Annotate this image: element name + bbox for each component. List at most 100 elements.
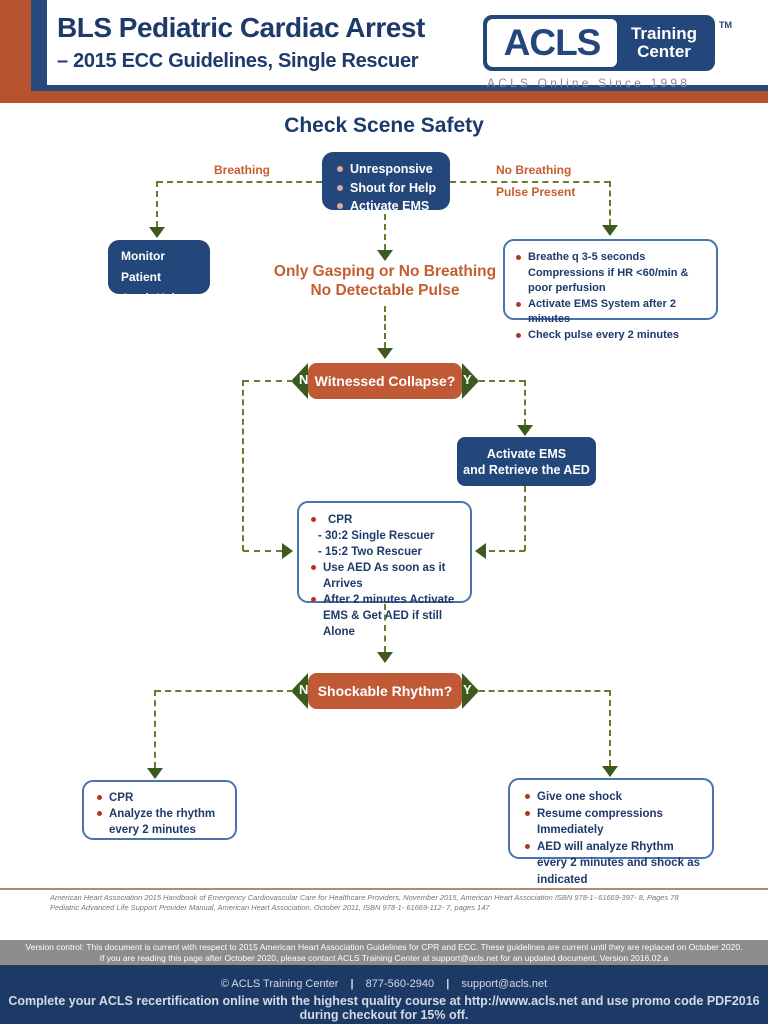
separator: | (350, 978, 354, 990)
connector (243, 550, 282, 552)
bullet-icon (525, 843, 530, 849)
node-cpr: CPR - 30:2 Single Rescuer - 15:2 Two Res… (297, 501, 472, 638)
citation-line: Pediatric Advanced Life Support Provider… (50, 902, 490, 912)
header-orange-band (0, 91, 768, 103)
citation-divider (0, 888, 768, 890)
decision-no-arrow-icon (291, 363, 308, 399)
connector (524, 486, 526, 551)
arrow-left-icon (475, 543, 486, 559)
connector (384, 604, 386, 652)
list-item: Breathe q 3-5 seconds Compressions if HR… (516, 250, 708, 297)
decision-no-arrow-icon (291, 673, 308, 709)
connector (157, 181, 322, 183)
list-item: Activate EMS (337, 197, 444, 216)
node-assess: Unresponsive Shout for Help Activate EMS (322, 152, 450, 213)
list-item: Use AED As soon as it Arrives (311, 560, 464, 592)
connector (243, 380, 293, 382)
bullet-icon (311, 517, 316, 522)
footer-copyright: © ACLS Training Center (220, 978, 339, 990)
citation-line: American Heart Association 2015 Handbook… (50, 893, 679, 902)
connector (155, 690, 293, 692)
connector (450, 181, 610, 183)
footer-bar: © ACLS Training Center | 877-560-2940 | … (0, 965, 768, 1024)
list-item: Analyze the rhythm every 2 minutes (97, 806, 229, 838)
branch-label-pulse-present: Pulse Present (496, 185, 576, 199)
branch-label-breathing: Breathing (214, 163, 271, 177)
arrow-down-icon (602, 766, 618, 777)
acls-logo: ACLS Training Center (483, 15, 715, 71)
arrow-down-icon (149, 227, 165, 238)
arrow-down-icon (602, 225, 618, 236)
connector (489, 550, 525, 552)
list-item: Shout for Help (337, 179, 444, 198)
decision-yes-arrow-icon (462, 363, 479, 399)
list-item: Check pulse every 2 minutes (516, 328, 708, 344)
acls-logo-wordmark: ACLS (487, 19, 617, 67)
branch-label-no-breathing: No Breathing (496, 163, 572, 177)
label-only-gasping: Only Gasping or No Breathing No Detectab… (273, 263, 497, 299)
list-item: Resume compressions Immediately (525, 806, 706, 839)
list-item: Give one shock (525, 789, 706, 806)
footer-email-link[interactable]: support@acls.net (461, 978, 548, 990)
bullet-icon (97, 811, 102, 816)
arrow-down-icon (147, 768, 163, 779)
list-item: Unresponsive (337, 160, 444, 179)
version-control-bar: Version control: This document is curren… (0, 940, 768, 965)
connector (609, 181, 611, 225)
connector (524, 380, 526, 425)
connector (479, 380, 525, 382)
trademark-symbol: TM (719, 20, 732, 30)
connector (609, 690, 611, 766)
version-line: If you are reading this page after Octob… (99, 952, 669, 963)
decision-no-label: N (299, 372, 309, 387)
arrow-down-icon (517, 425, 533, 436)
node-witnessed-collapse: Witnessed Collapse? (308, 363, 462, 399)
arrow-right-icon (282, 543, 293, 559)
acls-logo-training-center: Training Center (630, 24, 698, 61)
page-subtitle: – 2015 ECC Guidelines, Single Rescuer (57, 50, 419, 72)
node-rescue-breathing: Breathe q 3-5 seconds Compressions if HR… (503, 239, 718, 341)
footer-promo-text: Complete your ACLS recertification onlin… (8, 994, 760, 1022)
bullet-icon (516, 255, 521, 260)
list-item: - 15:2 Two Rescuer (318, 546, 422, 558)
arrow-down-icon (377, 652, 393, 663)
node-cpr-analyze: CPR Analyze the rhythm every 2 minutes (82, 780, 237, 840)
footer-phone-link[interactable]: 877-560-2940 (365, 978, 435, 990)
bullet-icon (311, 597, 316, 602)
decision-yes-arrow-icon (462, 673, 479, 709)
bullet-icon (516, 301, 521, 307)
decision-yes-label: Y (463, 682, 472, 697)
connector (384, 214, 386, 250)
bullet-icon (337, 203, 343, 209)
connector (154, 690, 156, 768)
flowchart-title: Check Scene Safety (284, 114, 484, 137)
node-give-shock: Give one shock Resume compressions Immed… (508, 778, 714, 886)
node-shockable-rhythm: Shockable Rhythm? (308, 673, 462, 709)
connector (479, 690, 610, 692)
node-monitor-patient: Monitor Patient Await Help (108, 240, 210, 305)
list-item: CPR (97, 790, 229, 806)
bullet-icon (525, 794, 530, 799)
arrow-down-icon (377, 250, 393, 261)
list-item: CPR (311, 512, 464, 528)
header-orange-strip (0, 0, 31, 91)
page-title: BLS Pediatric Cardiac Arrest (57, 12, 425, 43)
decision-no-label: N (299, 682, 309, 697)
list-item: - 30:2 Single Rescuer (318, 530, 435, 542)
separator: | (446, 978, 450, 990)
node-activate-ems-aed: Activate EMS and Retrieve the AED (457, 437, 596, 486)
header-rule (31, 85, 768, 91)
citations: American Heart Association 2015 Handbook… (50, 893, 730, 912)
decision-yes-label: Y (463, 372, 472, 387)
logo-tagline: ACLS Online Since 1998 (487, 76, 691, 90)
footer-contact-line: © ACLS Training Center | 877-560-2940 | … (0, 978, 768, 990)
connector (384, 306, 386, 348)
arrow-down-icon (377, 348, 393, 359)
bullet-icon (525, 810, 530, 816)
list-item: AED will analyze Rhythm every 2 minutes … (525, 839, 706, 889)
bullet-icon (516, 332, 521, 338)
connector (242, 380, 244, 551)
header-navy-strip (31, 0, 47, 91)
bullet-icon (337, 184, 343, 191)
